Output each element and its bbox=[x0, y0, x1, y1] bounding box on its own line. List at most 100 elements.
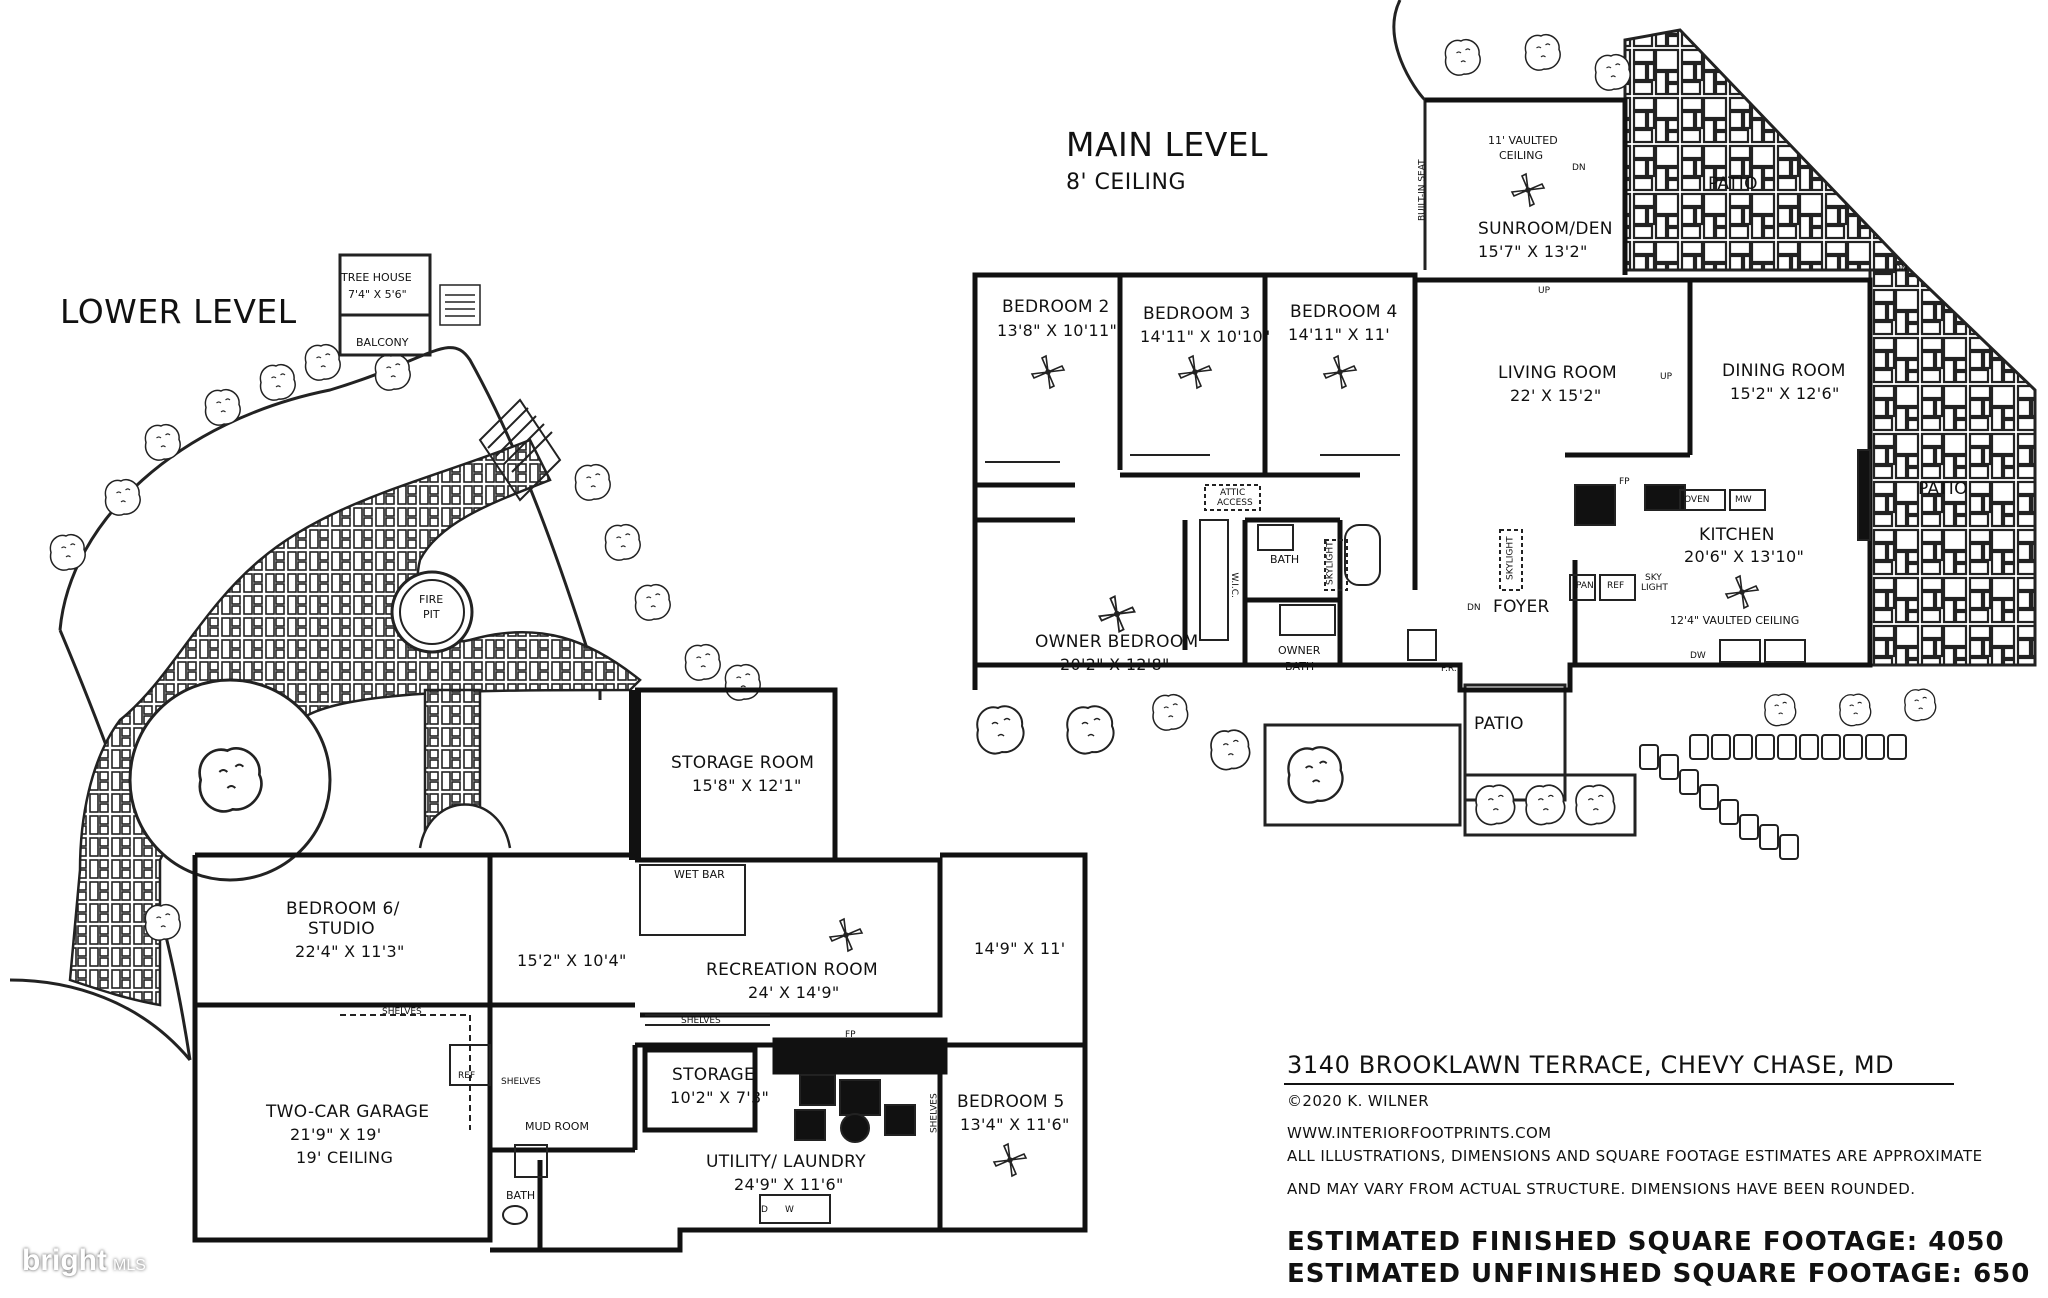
disclaimer-line-2: AND MAY VARY FROM ACTUAL STRUCTURE. DIME… bbox=[1287, 1180, 1916, 1198]
garage-label: TWO-CAR GARAGE bbox=[266, 1102, 430, 1122]
bath-label: BATH bbox=[1270, 553, 1300, 566]
front-patio-label: PATIO bbox=[1474, 714, 1524, 734]
main-level-title: MAIN LEVEL bbox=[1066, 125, 1269, 164]
utility-laundry-label: UTILITY/ LAUNDRY bbox=[706, 1152, 866, 1172]
fire-pit-label-1: FIRE bbox=[419, 593, 444, 606]
pantry-label: PAN bbox=[1576, 581, 1594, 591]
website-link[interactable]: WWW.INTERIORFOOTPRINTS.COM bbox=[1287, 1124, 1552, 1142]
foyer-label: FOYER bbox=[1493, 597, 1550, 617]
bedroom-4-label: BEDROOM 4 bbox=[1290, 302, 1398, 322]
storage-room-label: STORAGE ROOM bbox=[671, 753, 815, 773]
bath-skylight-label: SKYLIGHT bbox=[1325, 541, 1336, 586]
lower-level-fixtures bbox=[340, 864, 916, 1225]
tree-house bbox=[338, 253, 481, 357]
attic-access-label-1: ATTIC bbox=[1220, 488, 1246, 498]
microwave-label: MW bbox=[1735, 495, 1752, 505]
walk-in-closet-label: W.I.C. bbox=[1228, 572, 1239, 598]
sunroom-dims: 15'7" X 13'2" bbox=[1478, 242, 1588, 261]
built-in-seat-label: BUILT-IN SEAT bbox=[1417, 159, 1428, 222]
property-address: 3140 BROOKLAWN TERRACE, CHEVY CHASE, MD bbox=[1287, 1051, 1895, 1079]
powder-room-label: P.R. bbox=[1441, 664, 1457, 674]
lower-bath-label: BATH bbox=[506, 1189, 536, 1202]
fire-pit-label-2: PIT bbox=[423, 608, 440, 621]
bedroom-2-dims: 13'8" X 10'11" bbox=[997, 321, 1118, 340]
dining-room-label: DINING ROOM bbox=[1722, 361, 1846, 381]
bedroom-2-label: BEDROOM 2 bbox=[1002, 297, 1110, 317]
bedroom-5-dims: 13'4" X 11'6" bbox=[960, 1115, 1070, 1134]
room-14-9-dims: 14'9" X 11' bbox=[974, 939, 1066, 958]
garage-shelves-label: SHELVES bbox=[382, 1007, 422, 1017]
dishwasher-label: DW bbox=[1690, 651, 1706, 661]
disclaimer-line-1: ALL ILLUSTRATIONS, DIMENSIONS AND SQUARE… bbox=[1287, 1147, 1983, 1165]
stair-dn-label: DN bbox=[1467, 603, 1481, 613]
bedroom-3-dims: 14'11" X 10'10" bbox=[1140, 327, 1271, 346]
washer-label: W bbox=[785, 1205, 794, 1215]
kitchen-label: KITCHEN bbox=[1699, 525, 1775, 545]
dining-room-dims: 15'2" X 12'6" bbox=[1730, 384, 1840, 403]
oven-label: OVEN bbox=[1684, 495, 1710, 505]
living-room-label: LIVING ROOM bbox=[1498, 363, 1617, 383]
kitchen-dims: 20'6" X 13'10" bbox=[1684, 547, 1805, 566]
attic-access-label-2: ACCESS bbox=[1217, 498, 1253, 508]
wet-bar-label: WET BAR bbox=[674, 868, 725, 881]
tree-house-label: TREE HOUSE bbox=[341, 271, 412, 284]
sunroom-up-label: UP bbox=[1538, 286, 1551, 296]
sunroom-vault-note-2: CEILING bbox=[1499, 149, 1543, 162]
storage-room-dims: 15'8" X 12'1" bbox=[692, 776, 802, 795]
top-patio-label: PATIO bbox=[1708, 174, 1758, 194]
living-room-dims: 22' X 15'2" bbox=[1510, 386, 1602, 405]
garage-ceiling-note: 19' CEILING bbox=[296, 1148, 394, 1167]
lower-level-walls bbox=[192, 687, 1088, 1253]
utility-laundry-dims: 24'9" X 11'6" bbox=[734, 1175, 844, 1194]
patio-dn-label: DN bbox=[1894, 264, 1908, 274]
bedroom-5-shelves-label: SHELVES bbox=[929, 1093, 940, 1134]
foyer-skylight-label: SKYLIGHT bbox=[1505, 536, 1516, 581]
sunroom-vault-note-1: 11' VAULTED bbox=[1488, 134, 1558, 147]
kitchen-skylight-label-2: LIGHT bbox=[1641, 583, 1668, 593]
balcony-label: BALCONY bbox=[356, 336, 409, 349]
dining-up-label: UP bbox=[1660, 372, 1673, 382]
storage-dims: 10'2" X 7'3" bbox=[670, 1088, 770, 1107]
garage-dims: 21'9" X 19' bbox=[290, 1125, 382, 1144]
kitchen-skylight-label-1: SKY bbox=[1645, 573, 1662, 583]
owner-bedroom-label: OWNER BEDROOM bbox=[1035, 632, 1199, 652]
mud-shelves-label: SHELVES bbox=[501, 1077, 541, 1087]
lower-level-title: LOWER LEVEL bbox=[60, 292, 297, 331]
bedroom-6-label: BEDROOM 6/ bbox=[286, 899, 400, 919]
bedroom-5-label: BEDROOM 5 bbox=[957, 1092, 1065, 1112]
side-patio-label: PATIO bbox=[1918, 479, 1968, 499]
main-fireplace-label: FP bbox=[1619, 477, 1630, 487]
kitchen-ceiling-note: 12'4" VAULTED CEILING bbox=[1670, 614, 1800, 627]
mud-room-label: MUD ROOM bbox=[525, 1120, 589, 1133]
lower-level-landscape bbox=[9, 343, 761, 1061]
main-level-landscape bbox=[976, 0, 2037, 860]
studio-label: STUDIO bbox=[308, 919, 375, 939]
bedroom-4-dims: 14'11" X 11' bbox=[1288, 325, 1390, 344]
copyright: ©2020 K. WILNER bbox=[1287, 1092, 1430, 1110]
main-level-fixtures bbox=[985, 449, 1871, 663]
watermark-mls: MLS bbox=[112, 1257, 146, 1274]
bedroom-6-dims: 22'4" X 11'3" bbox=[295, 942, 405, 961]
main-level-ceiling: 8' CEILING bbox=[1066, 170, 1187, 195]
sunroom-label: SUNROOM/DEN bbox=[1478, 219, 1613, 239]
recreation-room-dims: 24' X 14'9" bbox=[748, 983, 840, 1002]
sunroom-dn-label: DN bbox=[1572, 163, 1586, 173]
main-level-walls bbox=[972, 97, 1873, 693]
address-underline bbox=[1284, 1083, 1954, 1085]
hall-dims: 15'2" X 10'4" bbox=[517, 951, 627, 970]
bedroom-3-label: BEDROOM 3 bbox=[1143, 304, 1251, 324]
refrigerator-label: REF bbox=[1607, 581, 1625, 591]
owner-bath-label-2: BATH bbox=[1285, 660, 1315, 673]
finished-square-footage: ESTIMATED FINISHED SQUARE FOOTAGE: 4050 bbox=[1287, 1227, 2005, 1257]
watermark-brand: bright bbox=[22, 1244, 107, 1277]
bright-mls-watermark: bright MLS bbox=[22, 1244, 146, 1278]
storage-label: STORAGE bbox=[672, 1065, 756, 1085]
tree-house-dims: 7'4" X 5'6" bbox=[348, 288, 407, 301]
garage-ref-label: REF bbox=[458, 1071, 476, 1081]
rec-shelves-label: SHELVES bbox=[681, 1016, 721, 1026]
owner-bath-label-1: OWNER bbox=[1278, 644, 1321, 657]
lower-fireplace-label: FP bbox=[845, 1030, 856, 1040]
recreation-room-label: RECREATION ROOM bbox=[706, 960, 878, 980]
dryer-label: D bbox=[761, 1205, 768, 1215]
